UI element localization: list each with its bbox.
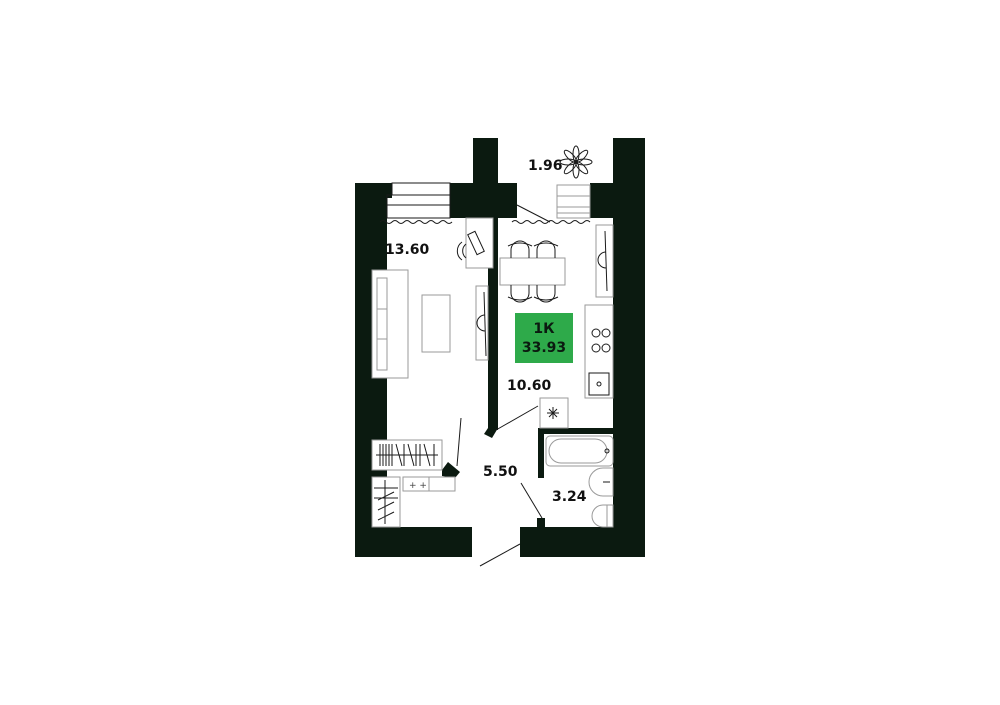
area-bathroom: 3.24 [552, 489, 587, 505]
dining-table [499, 240, 566, 303]
entrance-door-swing [479, 543, 521, 567]
curtain-living [379, 220, 453, 224]
apartment-type: 1К [533, 321, 555, 337]
wardrobe [371, 439, 443, 471]
desk [456, 217, 494, 269]
sofa [371, 269, 409, 379]
area-balcony: 1.96 [528, 158, 563, 174]
kitchen-sink [588, 372, 610, 396]
area-hallway: 5.50 [483, 464, 518, 480]
fridge [539, 397, 569, 429]
toilet [591, 504, 614, 528]
window-living [386, 182, 451, 219]
wardrobe-door [456, 417, 462, 467]
tv-unit-kitchen [595, 224, 614, 298]
storage [371, 476, 401, 528]
washbasin [588, 467, 614, 497]
area-kitchen: 10.60 [507, 378, 552, 394]
balcony-door-swing [516, 204, 551, 223]
bathtub [545, 435, 614, 467]
area-living-room: 13.60 [385, 242, 430, 258]
rug [421, 294, 451, 353]
tv-unit-living [475, 285, 489, 361]
hob-icon [591, 328, 611, 353]
plant-icon [559, 145, 593, 179]
snowflake-icon [547, 407, 559, 419]
kitchen-door-swing [495, 405, 539, 431]
curtain-kitchen [511, 220, 591, 224]
apartment-badge: 1К 33.93 [515, 313, 573, 363]
balcony-steps [556, 184, 591, 219]
hall-counter: + + [402, 476, 456, 492]
apartment-total-area: 33.93 [522, 340, 566, 356]
svg-text:+ +: + + [409, 481, 427, 491]
kitchen-counter [584, 304, 614, 399]
bathroom-door-swing [520, 482, 543, 519]
